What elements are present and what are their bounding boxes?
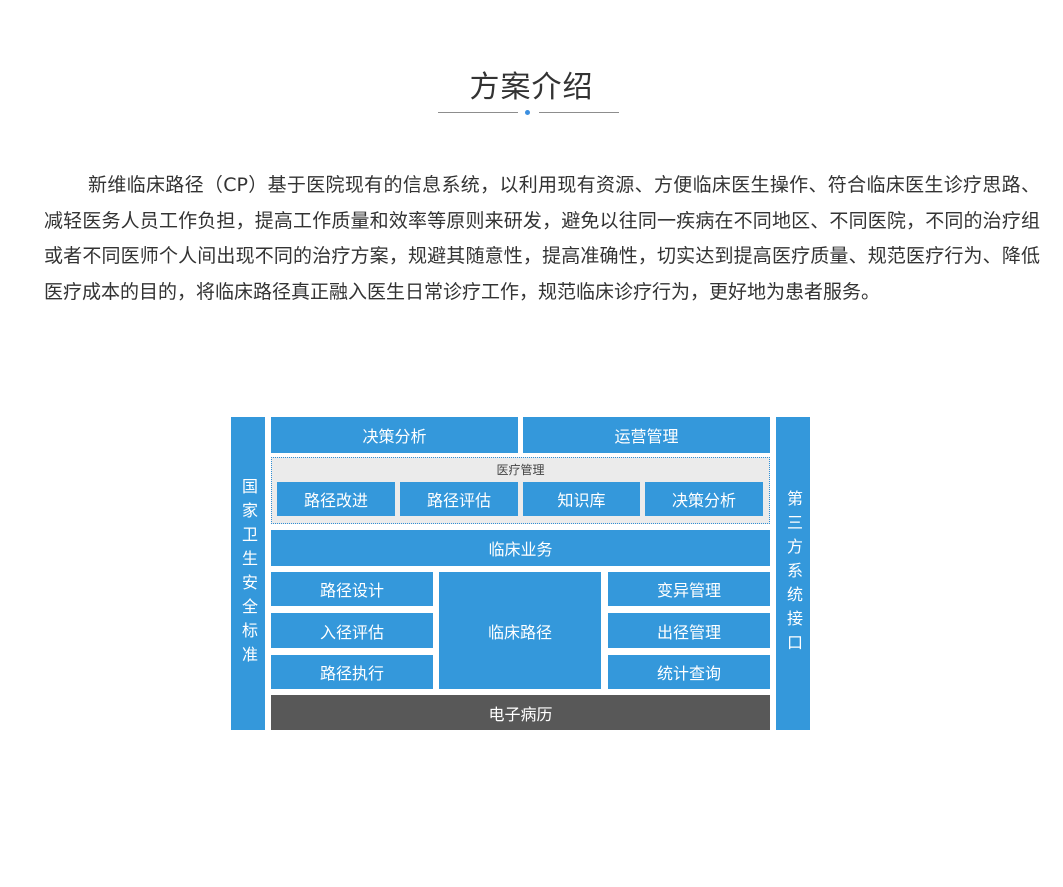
clinical-business-box: 临床业务	[271, 530, 770, 566]
exit-management-box: 出径管理	[608, 613, 770, 648]
mm-decision-analysis-box: 决策分析	[645, 482, 763, 516]
architecture-diagram: 国家卫生安全标准 第三方系统接口 决策分析 运营管理 医疗管理 路径改进 路径评…	[231, 417, 810, 730]
statistics-query-box: 统计查询	[608, 655, 770, 689]
entry-evaluation-box: 入径评估	[271, 613, 433, 648]
variation-management-box: 变异管理	[608, 572, 770, 606]
title-divider-right	[539, 112, 619, 113]
knowledge-base-box: 知识库	[523, 482, 640, 516]
title-divider-dot	[525, 110, 530, 115]
path-improvement-box: 路径改进	[277, 482, 395, 516]
intro-paragraph: 新维临床路径（CP）基于医院现有的信息系统，以利用现有资源、方便临床医生操作、符…	[44, 174, 1040, 303]
path-design-box: 路径设计	[271, 572, 433, 606]
title-divider-left	[438, 112, 518, 113]
operations-management-box: 运营管理	[523, 417, 770, 453]
national-health-security-standard-bar: 国家卫生安全标准	[231, 417, 265, 730]
decision-analysis-box: 决策分析	[271, 417, 518, 453]
medical-management-group: 医疗管理 路径改进 路径评估 知识库 决策分析	[271, 457, 770, 524]
path-execution-box: 路径执行	[271, 655, 433, 689]
path-evaluation-box: 路径评估	[400, 482, 518, 516]
clinical-pathway-box: 临床路径	[439, 572, 601, 689]
third-party-interface-bar: 第三方系统接口	[776, 417, 810, 730]
medical-management-label: 医疗管理	[496, 463, 545, 477]
page-title: 方案介绍	[469, 70, 594, 105]
electronic-medical-record-box: 电子病历	[271, 695, 770, 730]
